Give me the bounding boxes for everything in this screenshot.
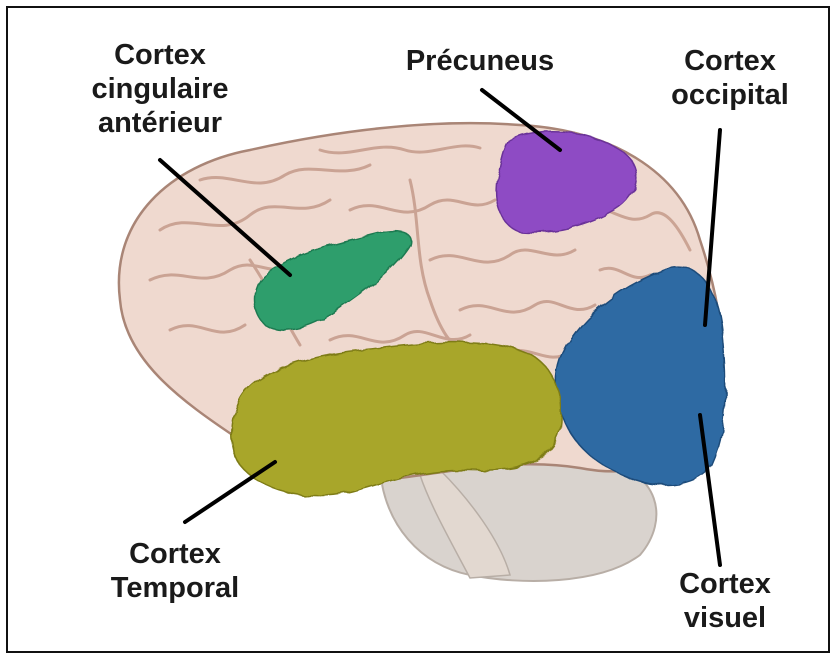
label-temporal-line2: Temporal — [85, 571, 265, 605]
label-acc-line2: cingulaire — [70, 72, 250, 106]
label-acc-line3: antérieur — [70, 106, 250, 140]
label-visuel-line2: visuel — [655, 601, 795, 635]
label-visuel: Cortex visuel — [655, 567, 795, 635]
label-precuneus-line1: Précuneus — [380, 44, 580, 78]
temporal-pointer — [185, 462, 275, 522]
label-visuel-line1: Cortex — [655, 567, 795, 601]
label-acc-line1: Cortex — [70, 38, 250, 72]
label-temporal-line1: Cortex — [85, 537, 265, 571]
label-occipital-line1: Cortex — [650, 44, 810, 78]
label-temporal: Cortex Temporal — [85, 537, 265, 605]
label-precuneus: Précuneus — [380, 44, 580, 78]
label-occipital-line2: occipital — [650, 78, 810, 112]
label-occipital: Cortex occipital — [650, 44, 810, 112]
label-acc: Cortex cingulaire antérieur — [70, 38, 250, 140]
